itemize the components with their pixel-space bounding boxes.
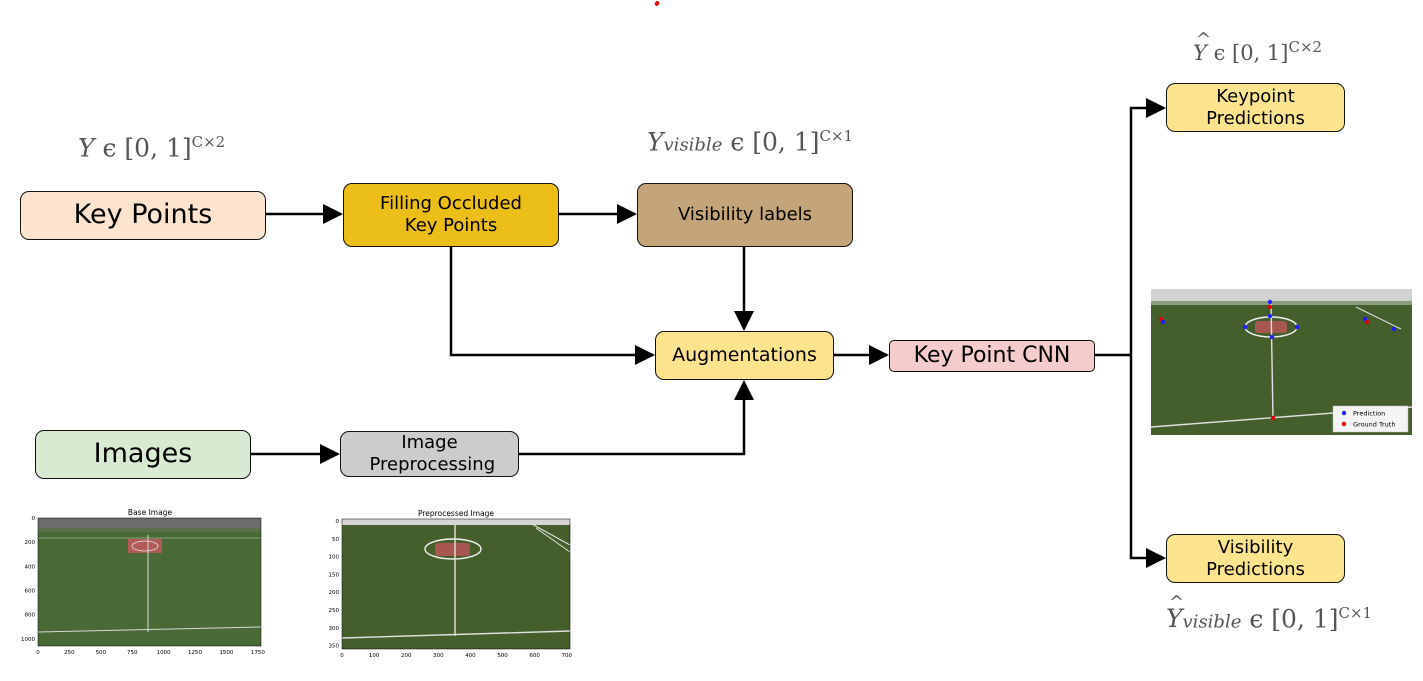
math-yvis-symbol: Y (647, 127, 664, 157)
pre-field-photo (341, 519, 571, 649)
arrow-cnn-to-keypoint-pred (1129, 98, 1166, 355)
base-x-tick-4: 1000 (157, 650, 171, 655)
math-yvhat-set: ϵ [0, 1] (1249, 604, 1339, 634)
pre-y-tick-3: 150 (329, 572, 340, 578)
pre-y-tick-4: 200 (329, 590, 340, 596)
math-yvis-set: ϵ [0, 1] (730, 127, 820, 157)
arrow-filling-to-augment (449, 247, 655, 365)
prediction-overlay-image: Prediction Ground Truth (1151, 289, 1412, 435)
math-y-exponent: C×2 (191, 133, 226, 151)
base-x-ticks: 0 250 500 750 1000 1250 1500 1750 (36, 650, 265, 655)
math-yvhat-subscript: visible (1182, 611, 1242, 633)
pre-x-tick-5: 500 (497, 653, 508, 659)
legend-prediction-label: Prediction (1353, 410, 1385, 418)
base-y-tick-1: 200 (25, 540, 36, 546)
base-x-tick-6: 1500 (219, 650, 233, 655)
math-y-symbol: Y (78, 133, 95, 163)
node-key-points-label: Key Points (73, 199, 213, 231)
pre-x-ticks: 0 100 200 300 400 500 600 700 (340, 653, 572, 659)
arrow-cnn-to-visibility-pred (1129, 355, 1166, 568)
pre-x-tick-0: 0 (340, 653, 344, 659)
preprocessed-image-plot: Preprocessed Image 0 50 100 150 200 250 300 350… (329, 510, 573, 659)
pre-x-tick-7: 700 (562, 653, 573, 659)
pre-x-tick-2: 200 (401, 653, 412, 659)
node-filling-occluded: Filling Occluded Key Points (343, 183, 559, 247)
pre-x-tick-3: 300 (433, 653, 444, 659)
node-cnn-label: Key Point CNN (913, 342, 1071, 368)
base-x-tick-3: 750 (127, 650, 138, 655)
pre-plot-title: Preprocessed Image (418, 510, 494, 518)
math-yhat-set: ϵ [0, 1] (1213, 41, 1289, 65)
node-keypoint-predictions-label: Keypoint Predictions (1206, 85, 1305, 129)
base-y-tick-0: 0 (32, 516, 36, 522)
node-augmentations-label: Augmentations (672, 344, 817, 367)
base-y-tick-5: 1000 (21, 637, 35, 643)
pre-y-tick-1: 50 (332, 537, 339, 543)
base-y-tick-4: 800 (25, 613, 36, 619)
base-x-tick-2: 500 (96, 650, 107, 655)
base-y-tick-3: 600 (25, 588, 36, 594)
prediction-legend: Prediction Ground Truth (1332, 405, 1409, 433)
node-visibility-labels: Visibility labels (637, 183, 853, 247)
base-y-ticks: 0 200 400 600 800 1000 (21, 516, 36, 643)
math-yhat-symbol: Y (1193, 29, 1211, 65)
math-yhat-exponent: C×2 (1288, 38, 1323, 56)
node-filling-label: Filling Occluded Key Points (380, 193, 522, 236)
pre-y-tick-0: 0 (336, 519, 340, 525)
node-keypoint-cnn: Key Point CNN (889, 340, 1095, 372)
legend-ground-truth-marker (1341, 421, 1347, 427)
node-preprocessing: Image Preprocessing (340, 431, 519, 477)
node-visibility-predictions: Visibility Predictions (1166, 534, 1345, 583)
legend-ground-truth-label: Ground Truth (1353, 421, 1395, 429)
base-x-tick-7: 1750 (251, 650, 265, 655)
pre-y-tick-7: 350 (329, 644, 340, 650)
pre-y-tick-2: 100 (329, 555, 340, 561)
math-yvhat-symbol: Y (1166, 592, 1184, 633)
pre-y-tick-6: 300 (329, 626, 340, 632)
pre-x-tick-1: 100 (369, 653, 380, 659)
node-key-points: Key Points (20, 191, 266, 240)
math-y-visible-label: Yvisible ϵ [0, 1]C×1 (647, 127, 853, 156)
prediction-field-photo (1151, 289, 1412, 435)
math-yvis-exponent: C×1 (819, 127, 854, 145)
pre-x-tick-6: 600 (529, 653, 540, 659)
legend-prediction-marker (1341, 410, 1347, 416)
math-y-set: ϵ [0, 1] (102, 133, 192, 163)
node-visibility-label: Visibility labels (677, 204, 813, 226)
pre-y-tick-5: 250 (329, 608, 340, 614)
math-y-visible-hat-label: Yvisible ϵ [0, 1]C×1 (1166, 592, 1373, 634)
base-x-tick-1: 250 (64, 650, 75, 655)
node-preprocessing-label: Image Preprocessing (369, 432, 496, 475)
node-images-label: Images (93, 438, 193, 470)
base-field-photo (37, 518, 262, 646)
node-images: Images (35, 430, 251, 479)
node-visibility-predictions-label: Visibility Predictions (1206, 536, 1305, 580)
math-y-label: Y ϵ [0, 1]C×2 (78, 133, 225, 162)
base-x-tick-5: 1250 (188, 650, 202, 655)
base-y-tick-2: 400 (25, 564, 36, 570)
arrow-preprocess-to-augment (519, 380, 754, 456)
math-y-hat-label: Y ϵ [0, 1]C×2 (1193, 29, 1323, 65)
node-augmentations: Augmentations (655, 331, 834, 380)
pre-y-ticks: 0 50 100 150 200 250 300 350 (329, 519, 340, 650)
keypoint-markers (1158, 299, 1397, 421)
base-x-tick-0: 0 (36, 650, 40, 655)
node-keypoint-predictions: Keypoint Predictions (1166, 83, 1345, 132)
math-yvhat-exponent: C×1 (1338, 604, 1373, 622)
base-image-plot: Base Image 0 200 400 600 800 1000 0 250 500 750 1… (21, 508, 265, 655)
math-yvis-subscript: visible (663, 134, 723, 156)
pre-x-tick-4: 400 (465, 653, 476, 659)
base-plot-title: Base Image (128, 508, 173, 517)
